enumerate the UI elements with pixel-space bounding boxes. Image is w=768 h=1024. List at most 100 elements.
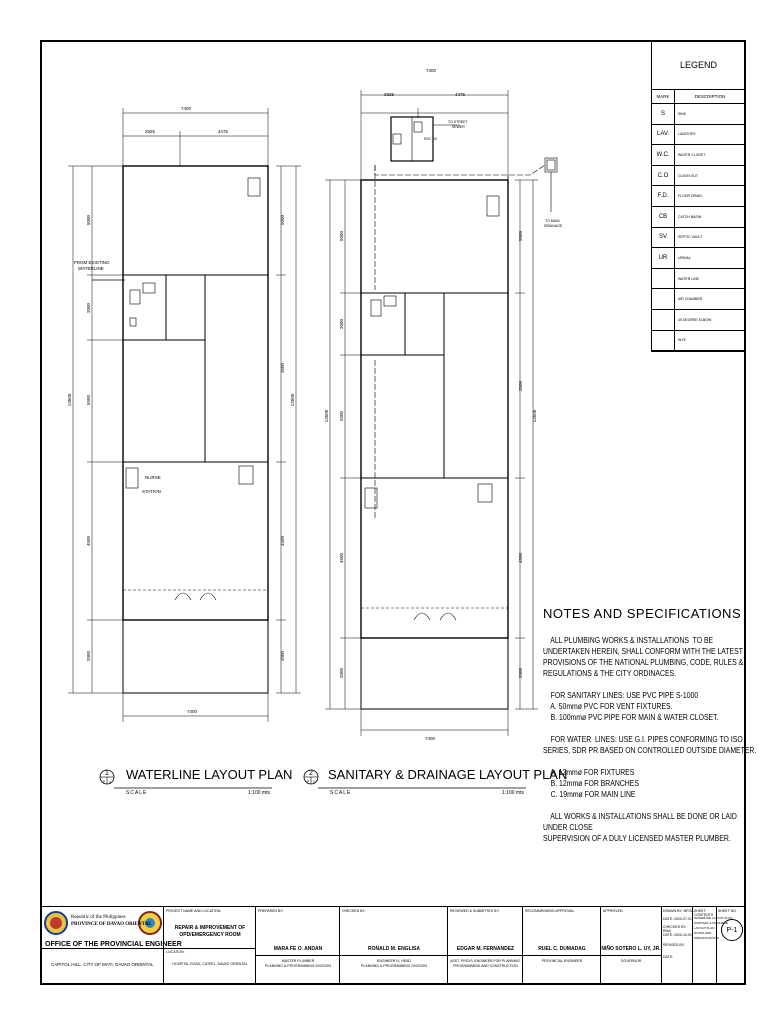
drawn-info: DRAWN BY: MFOA DATE: 2020-07-01 CHECKED … (661, 907, 694, 985)
legend-row: AIR CHAMBER (652, 289, 745, 310)
legend-header-desc: DESCRIPTION (694, 93, 726, 99)
plan2-dim-left: 2925 (384, 92, 395, 97)
legend-desc: WYE (678, 338, 686, 343)
plan2-dim-r3: 4500 (518, 552, 523, 563)
legend-desc: CLEAN OUT (678, 173, 699, 178)
sheet-contents-item: SANITARY & DRAINAGE (694, 921, 729, 925)
project-name-2: OPD/EMERGENCY ROOM (179, 932, 241, 938)
office-name: OFFICE OF THE PROVINCIAL ENGINEER (45, 941, 182, 948)
legend-row: F.D.FLOOR DRAIN (652, 186, 745, 207)
sheet-contents-item: WATERLINE LAYOUT PLAN (694, 916, 733, 920)
plan2-dim-total: 7400 (426, 68, 437, 73)
plan1-from-label-1: FROM EXISTING (74, 260, 110, 265)
reviewed-name: EDGAR M. FERNANDEZ (456, 946, 515, 952)
province-seal-icon (44, 911, 68, 935)
legend-header-mark: MARK (652, 89, 675, 103)
notes-line: C. 19mmø FOR MAIN LINE (543, 790, 636, 799)
notes-line: SUPERVISION OF A DULY LICENSED MASTER PL… (543, 834, 731, 843)
legend-mark: W.C. (652, 145, 675, 165)
project-cell: PROJECT NAME AND LOCATION: REPAIR & IMPR… (164, 907, 256, 985)
plan1-dim-v1: 5000 (86, 214, 91, 225)
legend-desc: LAVATORY (678, 132, 696, 137)
plan1-scale-label: SCALE (126, 790, 148, 796)
plan2-building (360, 116, 558, 710)
checked2-label: CHECKED BY: (663, 925, 687, 929)
sheet-contents-item: NOTES AND (694, 931, 712, 935)
legend-mark (652, 309, 675, 330)
plan1-number: 1 (105, 770, 109, 777)
recommending-cell: RECOMMENDING APPROVAL: RUEL C. DUMADAG P… (523, 907, 601, 985)
plan1-dim-r3: 4500 (280, 535, 285, 546)
legend-row: WYE (652, 330, 745, 352)
checked-cell: CHECKED BY: RONALD M. ENGLISA ENGINEER I… (340, 907, 448, 985)
plan1-nurse-2: STATION (142, 489, 161, 494)
plan2-ent-label: ENT. SV (424, 137, 438, 141)
checked-pos-1: ENGINEER IV, HEAD (377, 959, 411, 963)
plan2-dim-total-vr: 13500 (532, 409, 537, 422)
legend-desc: WATER CLOSET (678, 152, 706, 157)
plan1-dim-total-vr: 13500 (290, 393, 295, 406)
notes-line: PROVISIONS OF THE NATIONAL PLUMBING, COD… (543, 658, 744, 667)
plan1-labels: 7400 2925 4475 7400 5000 2000 5500 4500 … (67, 106, 295, 714)
recommending-name: RUEL C. DUMADAG (538, 946, 586, 952)
legend-row: W.C.WATER CLOSET (652, 145, 745, 166)
approved-cell: APPROVED: NIÑO SOTERO L. UY, JR. GOVERNO… (601, 907, 694, 985)
legend-desc: CATCH BASIN (678, 214, 702, 219)
prepared-cell: PREPARED BY: MARA FE O. ANDAN MASTER PLU… (256, 907, 340, 985)
sheet-contents-item: LAYOUT PLAN (694, 926, 715, 930)
plan2-labels: 7400 2925 4475 7400 5000 2000 5500 4500 … (324, 68, 563, 741)
recommending-pos: PROVINCIAL ENGINEER (541, 959, 583, 963)
plan1-building (92, 165, 269, 694)
checked-label: CHECKED BY: (342, 909, 366, 913)
approved-label: APPROVED: (603, 909, 624, 913)
date1-label: DATE: (663, 917, 674, 921)
checked-pos-2: PLANNING & PROGRAMMING DIVISION (361, 964, 427, 968)
plan2-number: 2 (309, 770, 313, 777)
reviewed-cell: REVIEWED & SUBMITTED BY: EDGAR M. FERNAN… (448, 907, 523, 985)
plan2-dim-bottom: 7400 (425, 736, 436, 741)
plan1-dim-v4: 4500 (86, 535, 91, 546)
prepared-pos-2: PLANNING & PROGRAMMING DIVISION (265, 964, 331, 968)
legend-row: 45 DEGREE ELBOW (652, 309, 745, 331)
legend-desc: 45 DEGREE ELBOW (678, 317, 712, 322)
project-name-1: REPAIR & IMPROVEMENT OF (174, 925, 246, 931)
notes-line: B. 12mmø FOR BRANCHES (543, 779, 639, 788)
prepared-label: PREPARED BY: (258, 909, 284, 913)
plan2-dim-r1: 5000 (518, 230, 523, 241)
plan2-dim-v3: 5500 (339, 410, 344, 421)
plan1-nurse-1: NURSE (145, 475, 161, 480)
sheet-no-cell: SHEET NO. P-1 (717, 907, 745, 985)
office-line2: PROVINCE OF DAVAO ORIENTAL (71, 922, 152, 927)
sheet-no-label: SHEET NO. (718, 909, 737, 913)
legend-mark: SV (652, 227, 675, 248)
plan2-dim-r2: 3500 (518, 380, 523, 391)
sheet-no: P-1 (721, 919, 743, 941)
office-address: CAPITOL HILL, CITY OF MATI, DAVAO ORIENT… (51, 962, 154, 967)
plan2-street-label-1: TO STREET (448, 120, 468, 124)
plan1-dim-v2: 2000 (86, 302, 91, 313)
plan1-dim-bottom: 7400 (187, 709, 198, 714)
checked-name: RONALD M. ENGLISA (368, 946, 420, 952)
notes-line: UNDER CLOSE (543, 823, 593, 832)
approved-name: NIÑO SOTERO L. UY, JR. (601, 946, 661, 952)
sheet-contents-label: SHEET CONTENTS (694, 909, 714, 917)
plan1-dim-total: 7400 (181, 106, 192, 111)
legend-desc: URINAL (678, 255, 691, 260)
legend-mark: CB (652, 206, 675, 227)
legend-title: LEGEND (679, 60, 717, 70)
project-label: PROJECT NAME AND LOCATION: (166, 909, 222, 913)
plan2-dim-v4: 4500 (339, 552, 344, 563)
legend-mark: C.O (652, 165, 675, 186)
approved-pos: GOVERNOR (620, 959, 642, 963)
plan1-dim-v3: 5500 (86, 394, 91, 405)
plan1-scale-value: 1:100 mts (248, 790, 270, 796)
legend-row: LAV.LAVATORY (652, 124, 745, 146)
plan2-title: SANITARY & DRAINAGE LAYOUT PLAN (328, 767, 568, 782)
prepared-pos-1: MASTER PLUMBER (281, 959, 315, 963)
plan2-sub2: 1 (313, 780, 315, 784)
